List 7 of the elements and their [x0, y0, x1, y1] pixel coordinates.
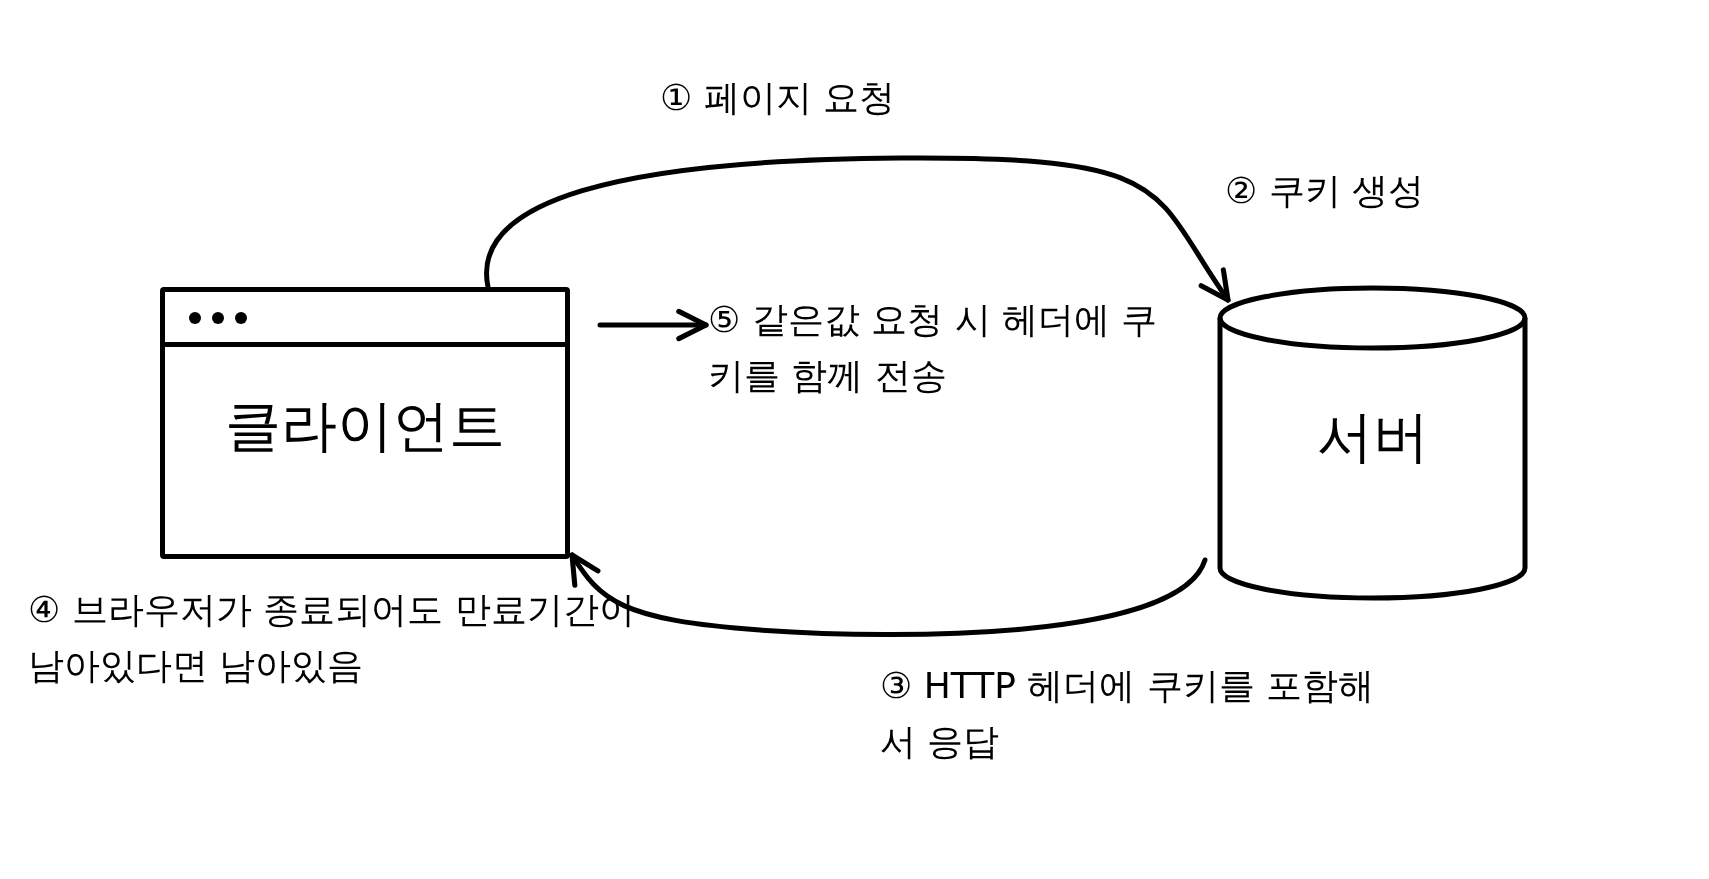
- node-label: 클라이언트: [224, 392, 506, 460]
- note-text: ⑤ 같은값 요청 시 헤더에 쿠키를 함께 전송: [708, 298, 1159, 398]
- annotation-text: ② 쿠키 생성: [1225, 169, 1425, 213]
- node-label: 서버: [1315, 403, 1430, 471]
- browser-window: [160, 287, 570, 559]
- note-text: ④ 브라우저가 종료되어도 만료기간이 남아있다면 남아있음: [28, 588, 636, 688]
- database-cylinder: [1215, 283, 1530, 603]
